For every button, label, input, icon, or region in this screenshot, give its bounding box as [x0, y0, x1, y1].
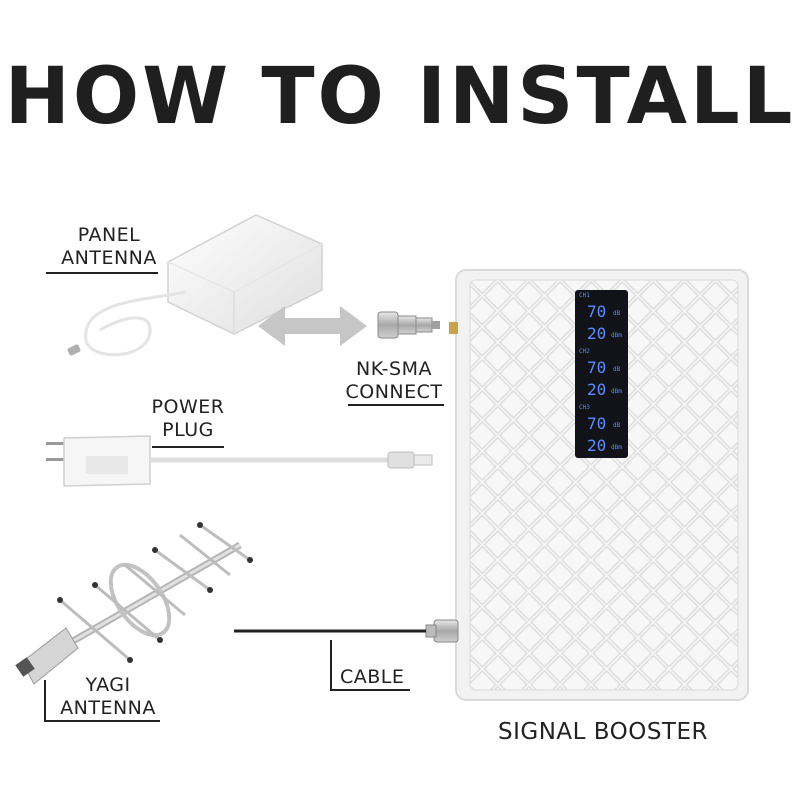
yagi-antenna-label: YAGI ANTENNA: [52, 674, 164, 720]
connector-label-line1: NK-SMA: [338, 358, 450, 381]
power-plug-underline: [152, 446, 224, 448]
lcd-gain-value: 70: [587, 358, 606, 377]
power-plug-label-line2: PLUG: [138, 419, 238, 442]
lcd-gain-unit: dB: [613, 422, 620, 429]
lcd-channel-2: CH2 70 dB 20 dBm: [577, 348, 627, 404]
nk-sma-connector-image: [378, 312, 440, 338]
yagi-antenna-label-line2: ANTENNA: [52, 697, 164, 720]
connector-underline: [348, 404, 444, 406]
power-plug-label: POWER PLUG: [138, 396, 238, 442]
connector-label: NK-SMA CONNECT: [338, 358, 450, 404]
panel-antenna-label-line1: PANEL: [46, 224, 172, 247]
yagi-callout-vertical: [44, 680, 46, 722]
lcd-channel-name: CH3: [579, 404, 590, 411]
yagi-antenna-label-line1: YAGI: [52, 674, 164, 697]
cable-callout-vertical: [330, 640, 332, 690]
signal-booster-label: SIGNAL BOOSTER: [480, 718, 726, 746]
cable-underline: [330, 689, 410, 691]
yagi-antenna-image: [15, 522, 253, 684]
lcd-power-unit: dBm: [611, 444, 622, 451]
connector-label-line2: CONNECT: [338, 381, 450, 404]
panel-antenna-label: PANEL ANTENNA: [46, 224, 172, 270]
power-plug-image: [46, 436, 432, 486]
yagi-underline: [44, 720, 160, 722]
lcd-power-value: 20: [587, 436, 606, 455]
cable-label: CABLE: [340, 666, 412, 689]
panel-antenna-underline: [46, 272, 158, 274]
lcd-channel-1: CH1 70 dB 20 dBm: [577, 292, 627, 348]
power-plug-label-line1: POWER: [138, 396, 238, 419]
lcd-channel-3: CH3 70 dB 20 dBm: [577, 404, 627, 460]
lcd-channel-name: CH1: [579, 292, 590, 299]
lcd-gain-unit: dB: [613, 366, 620, 373]
lcd-power-value: 20: [587, 324, 606, 343]
lcd-channel-name: CH2: [579, 348, 590, 355]
panel-antenna-label-line2: ANTENNA: [46, 247, 172, 270]
lcd-gain-value: 70: [587, 414, 606, 433]
lcd-readout: CH1 70 dB 20 dBm CH2 70 dB 20 dBm CH3 70…: [577, 292, 627, 460]
lcd-gain-value: 70: [587, 302, 606, 321]
lcd-power-unit: dBm: [611, 332, 622, 339]
lcd-gain-unit: dB: [613, 310, 620, 317]
lcd-power-unit: dBm: [611, 388, 622, 395]
lcd-power-value: 20: [587, 380, 606, 399]
